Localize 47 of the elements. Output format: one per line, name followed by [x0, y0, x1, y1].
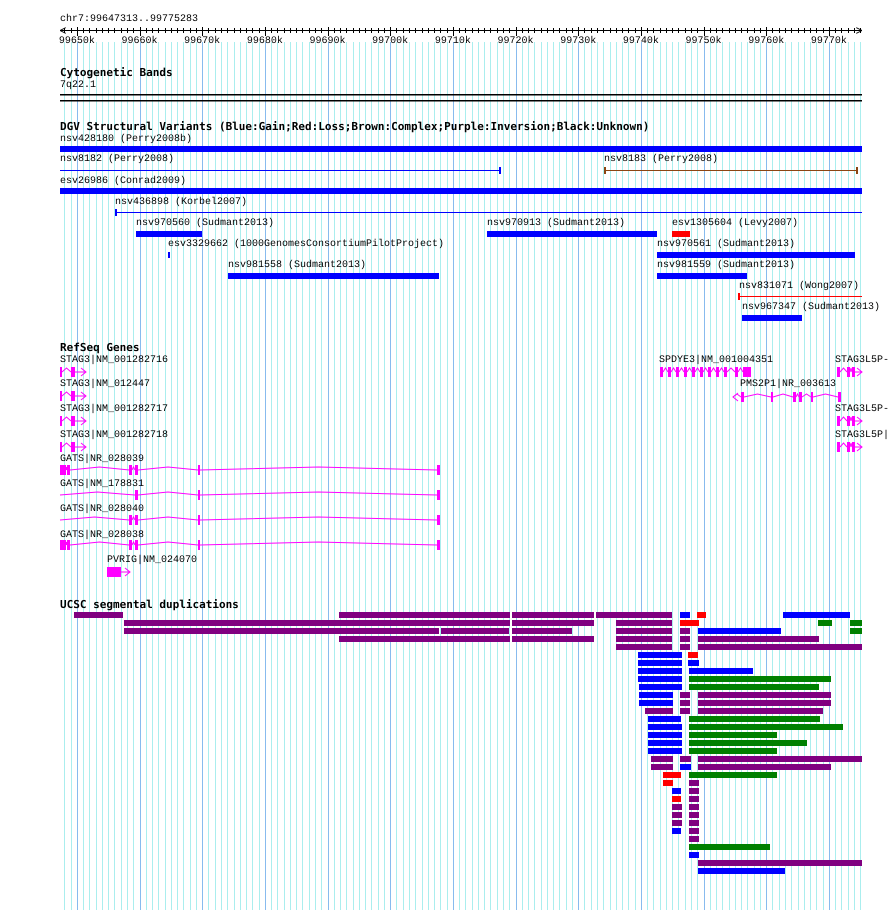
- axis-tick-label: 99690k: [310, 36, 346, 47]
- variant-label: esv3329662 (1000GenomesConsortiumPilotProject): [168, 239, 444, 250]
- gene-label: SPDYE3|NM_001004351: [659, 355, 774, 366]
- axis-tick-label: 99660k: [122, 36, 158, 47]
- gene-label: GATS|NR_028039: [60, 454, 144, 465]
- variant-label: nsv831071 (Wong2007): [739, 281, 860, 292]
- gene-label: PMS2P1|NR_003613: [740, 379, 836, 390]
- gene-label: STAG3|NM_001282718: [60, 430, 168, 441]
- variant-label: nsv428180 (Perry2008b): [60, 134, 192, 145]
- variant-label: nsv967347 (Sudmant2013): [742, 302, 880, 313]
- axis-tick-label: 99730k: [560, 36, 596, 47]
- variant-label: nsv981558 (Sudmant2013): [228, 260, 366, 271]
- gene-label: STAG3|NM_001282716: [60, 355, 168, 366]
- axis-tick-label: 99710k: [434, 36, 471, 47]
- variant-label: nsv8182 (Perry2008): [60, 154, 174, 165]
- axis-tick-label: 99750k: [686, 36, 722, 47]
- axis-tick-label: 99650k: [58, 36, 95, 47]
- coordinate-label: chr7:99647313..99775283: [60, 14, 198, 25]
- track-title: UCSC segmental duplications: [60, 599, 239, 610]
- variant-label: nsv970561 (Sudmant2013): [657, 239, 796, 250]
- axis-tick-label: 99740k: [622, 36, 659, 47]
- variant-label: nsv970560 (Sudmant2013): [136, 218, 274, 229]
- gene-label: GATS|NM_178831: [60, 479, 144, 490]
- variant-label: esv26986 (Conrad2009): [60, 176, 186, 187]
- track-title: DGV Structural Variants (Blue:Gain;Red:Loss;Brown:Complex;Purple:Inversion;Black:Unknown): [60, 121, 650, 132]
- axis-tick-label: 99700k: [372, 36, 408, 47]
- gene-label: GATS|NR_028040: [60, 504, 144, 515]
- gene-label: GATS|NR_028038: [60, 530, 144, 541]
- axis-tick-label: 99680k: [246, 36, 283, 47]
- variant-label: nsv970913 (Sudmant2013): [487, 218, 626, 229]
- gene-label: STAG3|NM_001282717: [60, 404, 168, 415]
- axis-tick-label: 99760k: [748, 36, 784, 47]
- variant-label: nsv436898 (Korbel2007): [115, 197, 248, 208]
- variant-label: esv1305604 (Levy2007): [672, 218, 798, 229]
- axis-tick-label: 99770k: [810, 36, 847, 47]
- gene-label: STAG3|NM_012447: [60, 379, 150, 390]
- axis-tick-label: 99670k: [184, 36, 220, 47]
- track-title: RefSeq Genes: [60, 342, 140, 353]
- gene-label: PVRIG|NM_024070: [107, 555, 198, 566]
- gene-label: STAG3L5P-: [835, 355, 890, 366]
- axis-tick-label: 99720k: [498, 36, 534, 47]
- variant-label: nsv8183 (Perry2008): [604, 154, 718, 165]
- gene-label: STAG3L5P|: [835, 430, 890, 441]
- band-label: 7q22.1: [60, 80, 96, 91]
- track-title: Cytogenetic Bands: [60, 67, 173, 78]
- variant-label: nsv981559 (Sudmant2013): [657, 260, 796, 271]
- gene-label: STAG3L5P-: [835, 404, 890, 415]
